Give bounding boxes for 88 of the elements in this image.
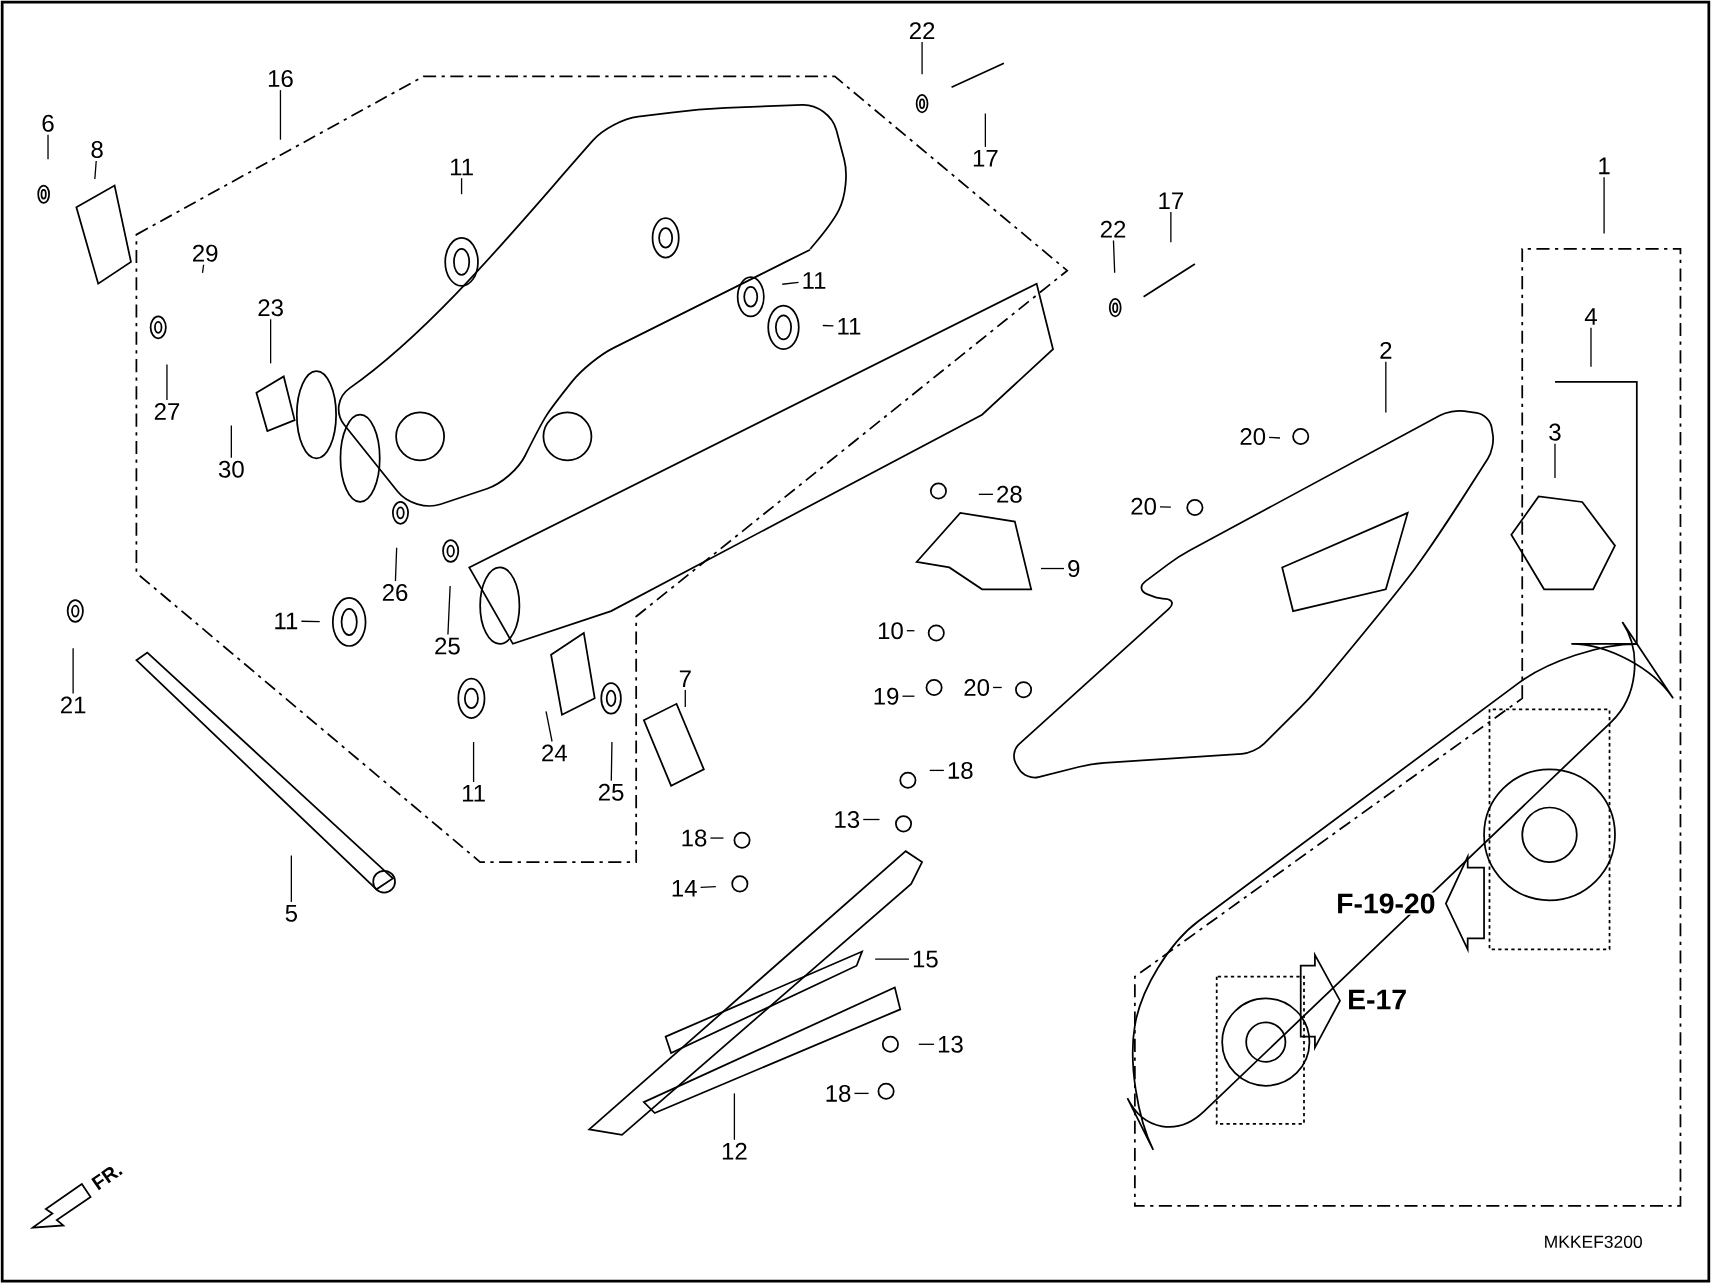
leader-line — [300, 620, 321, 623]
callout-number: 20 — [964, 678, 990, 696]
callout-number: 11 — [275, 612, 298, 630]
leader-line — [1159, 506, 1172, 508]
leader-line — [72, 647, 74, 694]
callout-number: 23 — [258, 299, 283, 317]
callout-number: 3 — [1549, 423, 1561, 441]
callout-number: 8 — [91, 140, 103, 158]
callout-number: 14 — [672, 879, 697, 897]
callout-number: 19 — [874, 687, 899, 705]
callout-number: 7 — [679, 670, 691, 687]
leader-line — [921, 41, 923, 75]
callout-number: 25 — [435, 637, 460, 655]
reference-label: E-17 — [1346, 988, 1409, 1011]
callout-number: 13 — [835, 810, 860, 828]
leader-line — [166, 363, 168, 401]
leader-line — [94, 160, 97, 180]
leader-line — [1112, 239, 1116, 274]
leader-line — [269, 318, 272, 364]
leader-line — [610, 741, 613, 782]
leader-line — [447, 585, 451, 635]
leader-line — [822, 324, 835, 327]
callout-number: 13 — [938, 1035, 963, 1053]
callout-number: 26 — [382, 583, 408, 601]
leader-line — [906, 629, 916, 632]
leader-line — [1385, 360, 1387, 413]
callout-number: 17 — [1159, 192, 1183, 209]
leader-line — [874, 958, 910, 960]
leader-line — [230, 424, 232, 459]
leader-line — [1603, 176, 1605, 235]
callout-number: 2 — [1380, 341, 1392, 359]
leader-line — [733, 1092, 736, 1141]
callout-number: 16 — [268, 69, 293, 87]
leader-line — [992, 686, 1003, 688]
callout-number: 9 — [1068, 559, 1080, 577]
callout-number: 1 — [1599, 157, 1610, 174]
callout-number: 20 — [1240, 427, 1266, 445]
leader-line — [684, 689, 686, 708]
leader-line — [1040, 567, 1065, 570]
leader-line — [781, 281, 800, 285]
callout-number: 17 — [973, 149, 998, 167]
leader-line — [918, 1043, 935, 1045]
diagram-code: MKKEF3200 — [1542, 1234, 1644, 1249]
leader-line — [1268, 436, 1281, 439]
callout-number: 15 — [913, 950, 938, 968]
direction-label: FR. — [88, 1160, 126, 1193]
callout-number: 30 — [218, 460, 244, 478]
leader-line — [709, 837, 725, 839]
leader-line — [978, 493, 994, 495]
leader-line — [1554, 442, 1556, 479]
reference-label: F-19-20 — [1335, 892, 1437, 915]
callout-number: 5 — [285, 904, 297, 922]
callout-number: 22 — [909, 22, 935, 39]
callout-number: 27 — [154, 402, 180, 420]
callout-number: 10 — [878, 622, 903, 640]
leader-line — [279, 89, 282, 141]
callout-number: 20 — [1131, 497, 1156, 515]
leader-line — [853, 1092, 870, 1094]
leader-line — [1590, 327, 1592, 368]
callout-number: 21 — [61, 696, 86, 714]
leader-line — [929, 769, 945, 771]
leader-line — [545, 710, 553, 743]
callout-number: 18 — [682, 829, 707, 847]
callout-number: 28 — [997, 485, 1022, 503]
callout-number: 24 — [542, 744, 567, 762]
callout-number: 11 — [838, 317, 861, 335]
callout-number: 18 — [948, 761, 973, 779]
callout-number: 11 — [462, 784, 485, 802]
leader-line — [1170, 211, 1172, 243]
callout-number: 6 — [42, 114, 54, 132]
leader-line — [984, 112, 986, 148]
callout-number: 4 — [1584, 308, 1597, 325]
callout-number: 22 — [1100, 220, 1126, 238]
leader-line — [290, 854, 292, 903]
callout-number: 11 — [450, 158, 473, 176]
leader-line — [472, 741, 475, 783]
callout-number: 11 — [803, 272, 826, 289]
leader-line — [394, 547, 398, 582]
leader-line — [901, 695, 916, 697]
callout-number: 29 — [193, 244, 218, 262]
callout-number: 12 — [722, 1142, 747, 1160]
callout-number: 18 — [826, 1084, 851, 1102]
leader-line — [47, 134, 49, 160]
leader-line — [699, 885, 717, 888]
leader-line — [862, 818, 881, 821]
leader-line — [460, 177, 463, 195]
callout-number: 25 — [598, 783, 624, 801]
leader-line — [201, 263, 205, 274]
